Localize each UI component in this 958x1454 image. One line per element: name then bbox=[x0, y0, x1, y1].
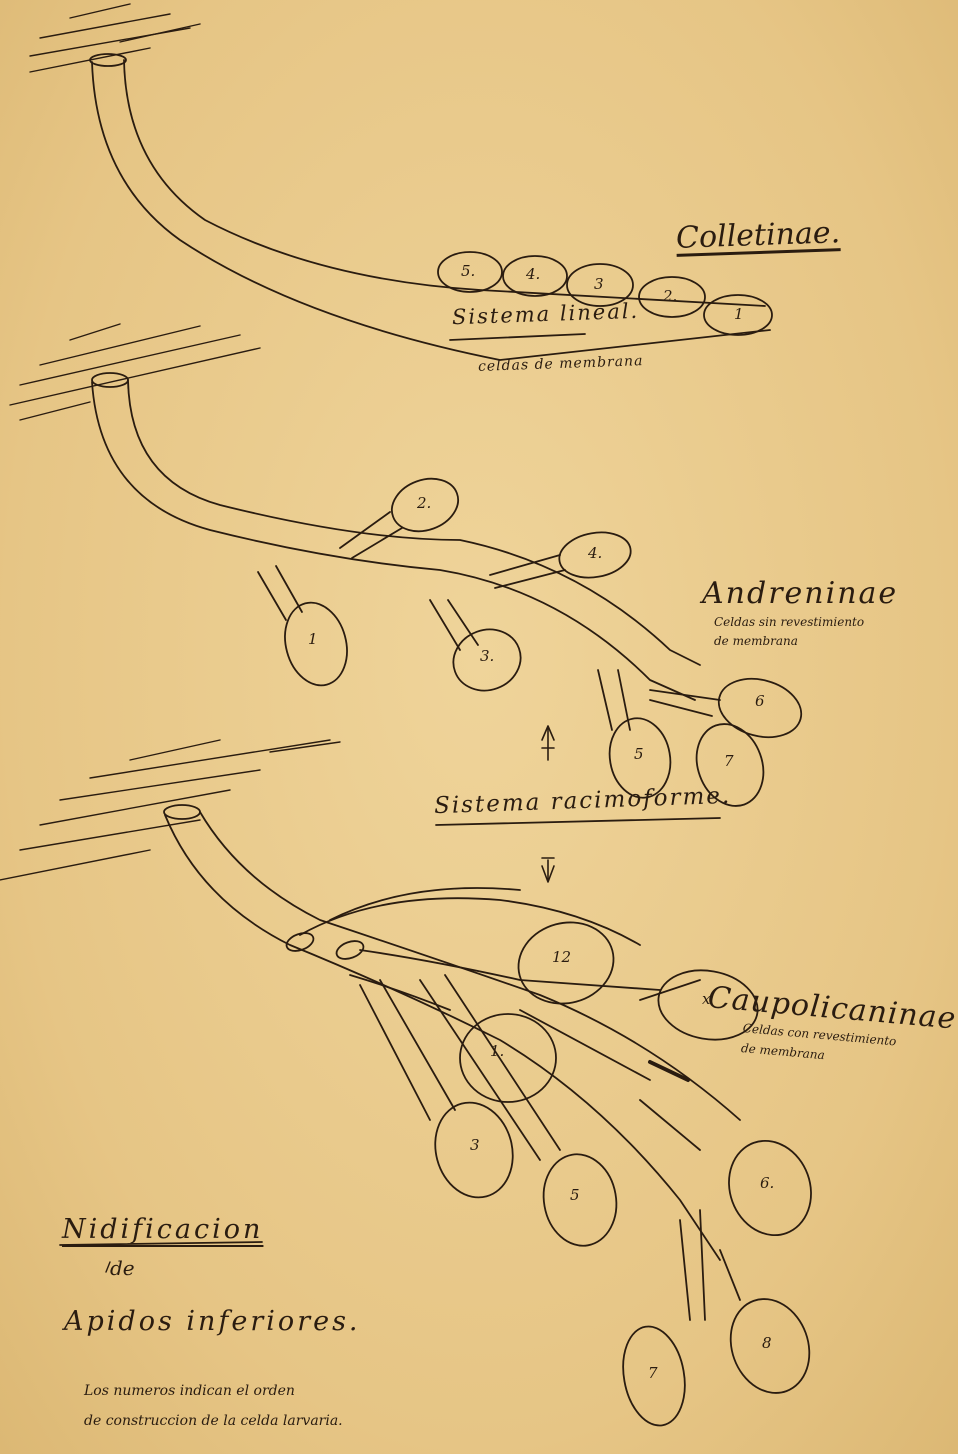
cell-number: 5 bbox=[570, 1186, 580, 1204]
cell-number: 5 bbox=[634, 745, 644, 763]
soil-hatching-top bbox=[30, 4, 200, 72]
title-apidos-inferiores: Apidos inferiores. bbox=[64, 1306, 361, 1337]
cell-number: 7 bbox=[724, 752, 734, 770]
cell-number: 3 bbox=[470, 1136, 480, 1154]
label-andreninae: Andreninae bbox=[702, 576, 898, 611]
cell-number: 8 bbox=[762, 1334, 772, 1352]
footnote: Los numeros indican el orden de construc… bbox=[84, 1376, 343, 1436]
note-andreninae: Celdas sin revestimiento de membrana bbox=[714, 613, 864, 651]
cell-number: 4. bbox=[526, 265, 540, 283]
cell-number: 6. bbox=[760, 1174, 774, 1192]
cell-number: 5. bbox=[461, 262, 475, 280]
title-nidificacion: Nidificacion bbox=[62, 1214, 263, 1245]
cell-number: 2. bbox=[663, 287, 677, 305]
soil-hatching-middle bbox=[10, 324, 260, 420]
cell-number: 1 bbox=[308, 630, 318, 648]
soil-hatching-bottom bbox=[0, 740, 340, 880]
cell-number: 12 bbox=[552, 948, 571, 966]
cell-number: 3 bbox=[594, 275, 604, 293]
title-de: de bbox=[110, 1256, 135, 1280]
cell-number: 2. bbox=[417, 494, 431, 512]
cell-number: 3. bbox=[480, 647, 494, 665]
cell-number: 1. bbox=[490, 1042, 504, 1060]
cell-number: 1 bbox=[734, 305, 744, 323]
cell-number: 7 bbox=[648, 1364, 658, 1382]
colletinae-burrow bbox=[90, 54, 770, 360]
label-colletinae: Colletinae. bbox=[675, 215, 840, 256]
cell-number: 6 bbox=[755, 692, 765, 710]
andreninae-burrow bbox=[92, 373, 720, 730]
underline-sistema-lineal bbox=[450, 334, 585, 340]
underline-sistema-racimoforme bbox=[436, 818, 720, 825]
cell-number: 4. bbox=[588, 544, 602, 562]
